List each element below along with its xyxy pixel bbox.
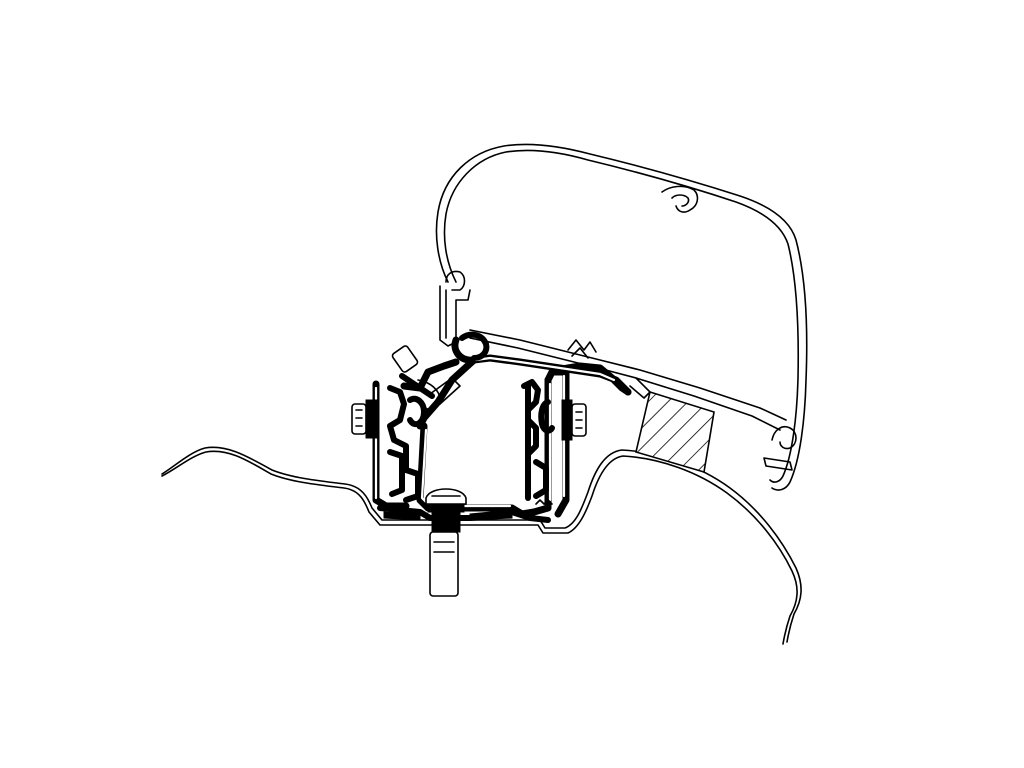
right-clamp-plate xyxy=(525,383,587,501)
base-channel xyxy=(377,499,553,523)
awning-cassette-housing xyxy=(435,143,808,491)
left-clamp-plate xyxy=(351,380,427,510)
hatched-spacer-block xyxy=(635,390,715,474)
awning-lower-profile xyxy=(469,329,787,431)
upper-angled-screw xyxy=(391,345,461,411)
vehicle-roof-profile xyxy=(161,446,802,645)
center-bolt xyxy=(425,488,467,597)
